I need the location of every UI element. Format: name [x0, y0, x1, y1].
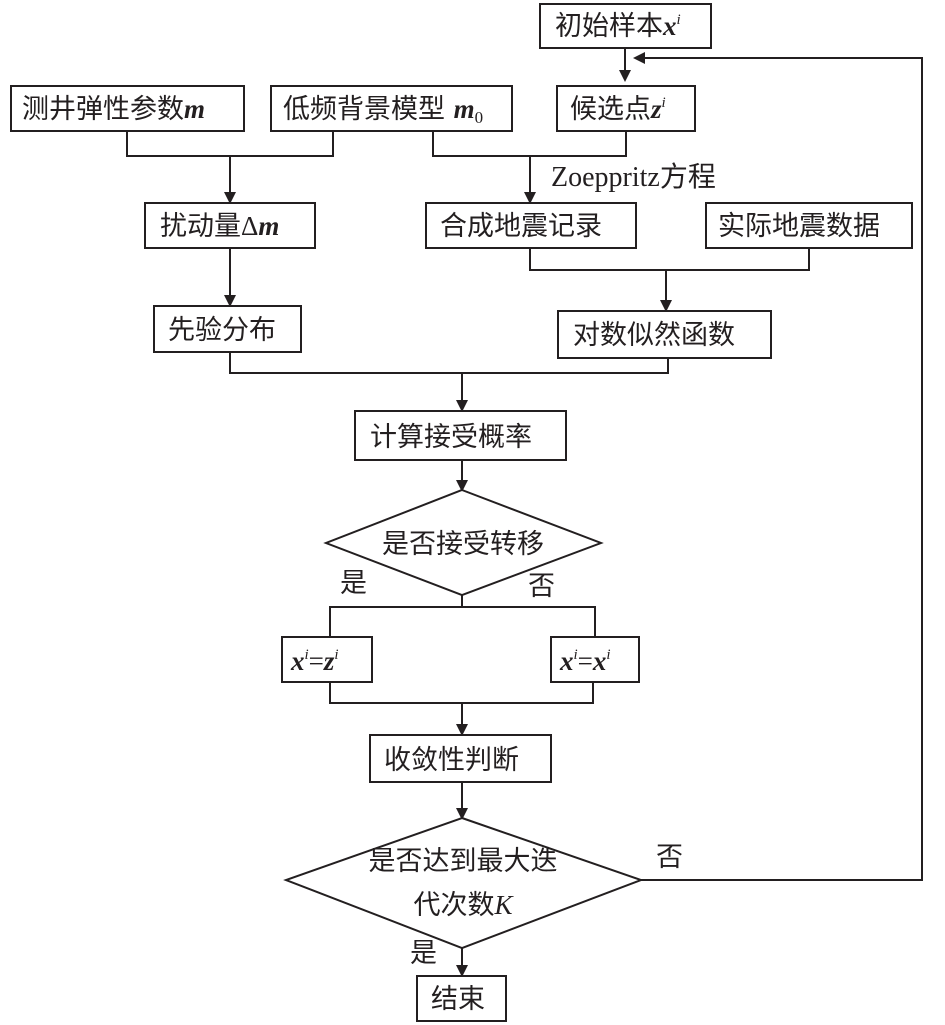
- var-k: K: [493, 890, 514, 920]
- edge-label-max-iter-yes: 是: [410, 938, 437, 969]
- node-text-line2: 代次数: [413, 890, 494, 921]
- node-accept-prob: 计算接受概率: [354, 410, 567, 461]
- node-actual-data: 实际地震数据: [705, 202, 913, 249]
- edge-label-zoeppritz: Zoeppritz方程: [551, 161, 716, 193]
- node-likelihood: 对数似然函数: [557, 310, 772, 359]
- equals-sign: =: [578, 646, 593, 676]
- node-text: 是否接受转移: [382, 529, 544, 560]
- edge-decision-split: [329, 595, 463, 636]
- node-synthetic: 合成地震记录: [425, 202, 637, 249]
- node-text: 实际地震数据: [718, 211, 880, 242]
- sup-i: i: [334, 647, 338, 663]
- node-text-line1: 是否达到最大迭: [369, 846, 558, 877]
- equals-sign: =: [309, 646, 324, 676]
- node-end: 结束: [416, 975, 507, 1022]
- edge-prior-likelihood-merge: [229, 352, 669, 374]
- svg-text:xi=zi: xi=zi: [290, 646, 339, 676]
- edge-well-lowfreq-merge: [126, 131, 334, 157]
- var-x: x: [559, 646, 574, 676]
- node-text: 测井弹性参数: [22, 94, 184, 125]
- node-candidate: 候选点zi: [556, 85, 696, 132]
- node-text: 合成地震记录: [440, 211, 602, 242]
- delta-symbol: Δ: [241, 211, 258, 241]
- node-text: 候选点: [570, 94, 651, 125]
- node-perturbation: 扰动量Δm: [144, 202, 316, 249]
- node-accept-decision: 是否接受转移: [323, 488, 604, 597]
- var-m: m: [184, 94, 205, 124]
- node-text: 先验分布: [168, 315, 276, 346]
- node-low-freq-model: 低频背景模型 m0: [270, 85, 513, 132]
- sup-i: i: [305, 647, 309, 663]
- var-m: m: [258, 211, 279, 241]
- var-x: x: [290, 646, 305, 676]
- svg-text:测井弹性参数m: 测井弹性参数m: [22, 94, 205, 125]
- edge-label-accept-no: 否: [528, 571, 555, 602]
- node-initial-sample: 初始样本xi: [539, 3, 712, 49]
- svg-text:代次数K: 代次数K: [413, 890, 514, 921]
- var-x: x: [592, 646, 607, 676]
- sup-i: i: [606, 647, 610, 663]
- node-assign-reject: xi=xi: [550, 636, 640, 683]
- edge-loop-back: [633, 52, 923, 881]
- node-text: 计算接受概率: [370, 422, 532, 453]
- node-text: 扰动量: [160, 211, 241, 242]
- node-text: 低频背景模型: [283, 94, 454, 125]
- var-z: z: [650, 94, 662, 124]
- var-z: z: [323, 646, 335, 676]
- sub-0: 0: [475, 108, 484, 127]
- node-convergence: 收敛性判断: [369, 734, 552, 783]
- node-text: 收敛性判断: [384, 745, 519, 776]
- node-assign-accept: xi=zi: [281, 636, 373, 683]
- sup-i: i: [574, 647, 578, 663]
- node-max-iter-decision: 是否达到最大迭 代次数K: [283, 816, 644, 950]
- edge-synth-actual-merge: [529, 248, 810, 271]
- sup-i: i: [662, 95, 666, 111]
- svg-text:候选点zi: 候选点zi: [570, 94, 666, 125]
- node-prior: 先验分布: [153, 305, 302, 353]
- node-well-params: 测井弹性参数m: [10, 85, 245, 132]
- var-x: x: [662, 11, 677, 41]
- edge-label-max-iter-no: 否: [656, 842, 683, 873]
- svg-text:扰动量Δm: 扰动量Δm: [160, 211, 279, 242]
- node-text: 初始样本: [555, 11, 663, 42]
- node-text: 结束: [431, 984, 485, 1015]
- connectors: [126, 48, 923, 977]
- svg-text:xi=xi: xi=xi: [559, 646, 611, 676]
- svg-text:初始样本xi: 初始样本xi: [555, 11, 681, 42]
- edge-decision-no: [462, 606, 596, 636]
- edge-assign-merge: [329, 682, 594, 704]
- svg-text:低频背景模型 m0: 低频背景模型 m0: [283, 94, 483, 127]
- var-m: m: [454, 94, 475, 124]
- edge-lowfreq-candidate-merge: [432, 131, 627, 157]
- edge-label-accept-yes: 是: [340, 568, 367, 599]
- sup-i: i: [677, 12, 681, 28]
- node-text: 对数似然函数: [573, 320, 735, 351]
